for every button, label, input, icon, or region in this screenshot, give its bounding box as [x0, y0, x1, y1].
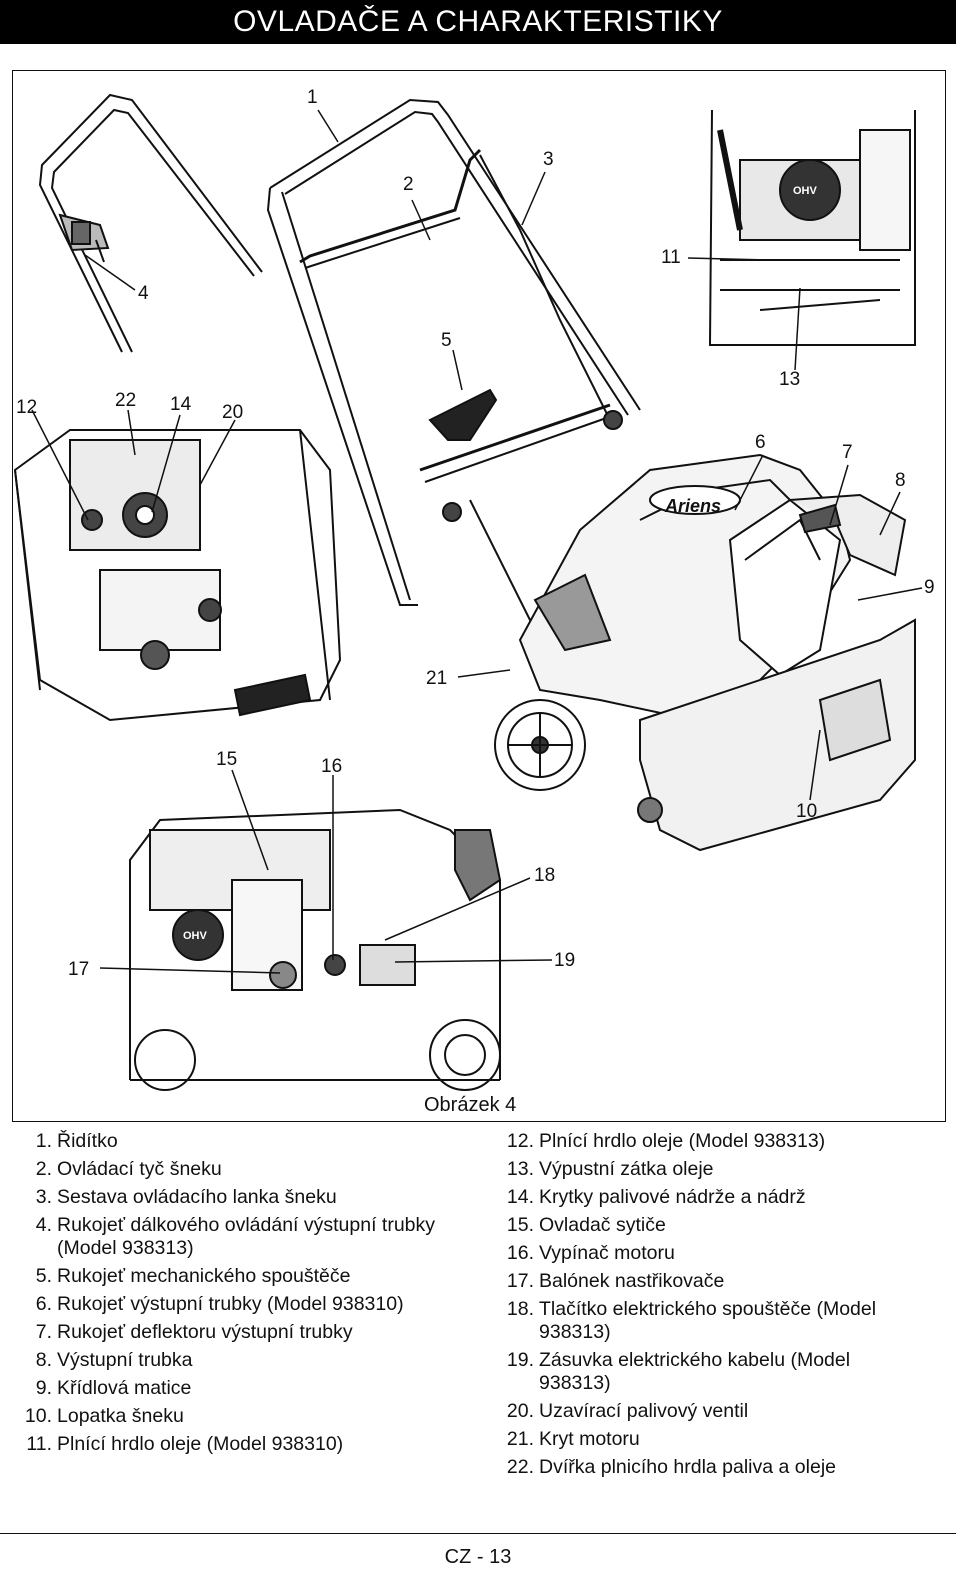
callout-15: 15 — [216, 749, 238, 770]
legend-right: 12.Plnící hrdlo oleje (Model 938313) 13.… — [504, 1130, 924, 1484]
callout-13: 13 — [779, 369, 801, 390]
callout-2: 2 — [403, 174, 414, 195]
legend-item: 3.Sestava ovládacího lanka šneku — [35, 1186, 337, 1208]
callout-21: 21 — [426, 668, 448, 689]
callout-10: 10 — [796, 801, 818, 822]
callout-9: 9 — [924, 577, 935, 598]
leader-lines — [31, 109, 923, 974]
page-header: OVLADAČE A CHARAKTERISTIKY — [0, 0, 956, 44]
main-handle — [266, 98, 641, 641]
legend-item: 5.Rukojeť mechanického spouštěče — [35, 1265, 351, 1287]
callout-5: 5 — [441, 330, 452, 351]
legend-item: 6.Rukojeť výstupní trubky (Model 938310) — [35, 1293, 404, 1315]
callout-1: 1 — [307, 87, 318, 108]
legend-item: 20.Uzavírací palivový ventil — [506, 1400, 749, 1422]
legend-item: 19.Zásuvka elektrického kabelu (Model 93… — [506, 1349, 851, 1394]
callout-11: 11 — [661, 247, 681, 268]
legend-item: 21.Kryt motoru — [506, 1428, 640, 1450]
legend-item: 10.Lopatka šneku — [24, 1405, 184, 1427]
legend-item: 13.Výpustní zátka oleje — [506, 1158, 714, 1180]
legend-item: 16.Vypínač motoru — [506, 1242, 675, 1264]
main-housing — [494, 453, 916, 852]
ariens-logo: Ariens — [664, 496, 721, 516]
figure-frame — [12, 70, 946, 1122]
legend-item: 14.Krytky palivové nádrže a nádrž — [506, 1186, 806, 1208]
page-number: CZ - 13 — [444, 1546, 512, 1568]
legend-item: 22.Dvířka plnicího hrdla paliva a oleje — [506, 1456, 836, 1478]
legend-item: 12.Plnící hrdlo oleje (Model 938313) — [506, 1130, 826, 1152]
legend-item: 4.Rukojeť dálkového ovládání výstupní tr… — [35, 1214, 436, 1259]
legend-item: 1.Řidítko — [35, 1130, 118, 1152]
legend-left: 1.Řidítko 2.Ovládací tyč šneku 3.Sestava… — [22, 1130, 462, 1461]
callout-17: 17 — [68, 959, 90, 980]
legend-item: 8.Výstupní trubka — [35, 1349, 193, 1371]
callout-18: 18 — [534, 865, 556, 886]
ohv-badge-bottom: OHV — [183, 930, 208, 942]
ohv-badge-right: OHV — [793, 185, 818, 197]
callout-12: 12 — [16, 397, 38, 418]
legend-item: 2.Ovládací tyč šneku — [35, 1158, 222, 1180]
legend-item: 15.Ovladač sytiče — [506, 1214, 666, 1236]
callout-14: 14 — [170, 394, 192, 415]
legend-item: 7.Rukojeť deflektoru výstupní trubky — [35, 1321, 353, 1343]
page-title: OVLADAČE A CHARAKTERISTIKY — [233, 5, 723, 38]
snowblower-illustration: Ariens OHV OHV — [13, 93, 923, 1091]
legend-item: 17.Balónek nastřikovače — [506, 1270, 725, 1292]
callout-16: 16 — [321, 756, 343, 777]
figure-caption: Obrázek 4 — [424, 1094, 517, 1116]
callout-6: 6 — [755, 432, 766, 453]
inset-engine-bottom — [129, 808, 502, 1091]
legend-item: 9.Křídlová matice — [35, 1377, 192, 1399]
callout-3: 3 — [543, 149, 554, 170]
callout-4: 4 — [138, 283, 149, 304]
callout-20: 20 — [222, 402, 244, 423]
callout-19: 19 — [554, 950, 576, 971]
legend-item: 11.Plnící hrdlo oleje (Model 938310) — [26, 1433, 344, 1455]
inset-handle-remote — [38, 93, 263, 353]
legend-item: 18.Tlačítko elektrického spouštěče (Mode… — [506, 1298, 877, 1343]
inset-engine-left — [13, 429, 342, 722]
inset-engine-right — [708, 109, 916, 346]
footer-divider — [0, 1533, 956, 1534]
callout-22: 22 — [115, 390, 137, 411]
callout-8: 8 — [895, 470, 906, 491]
callout-7: 7 — [842, 442, 853, 463]
